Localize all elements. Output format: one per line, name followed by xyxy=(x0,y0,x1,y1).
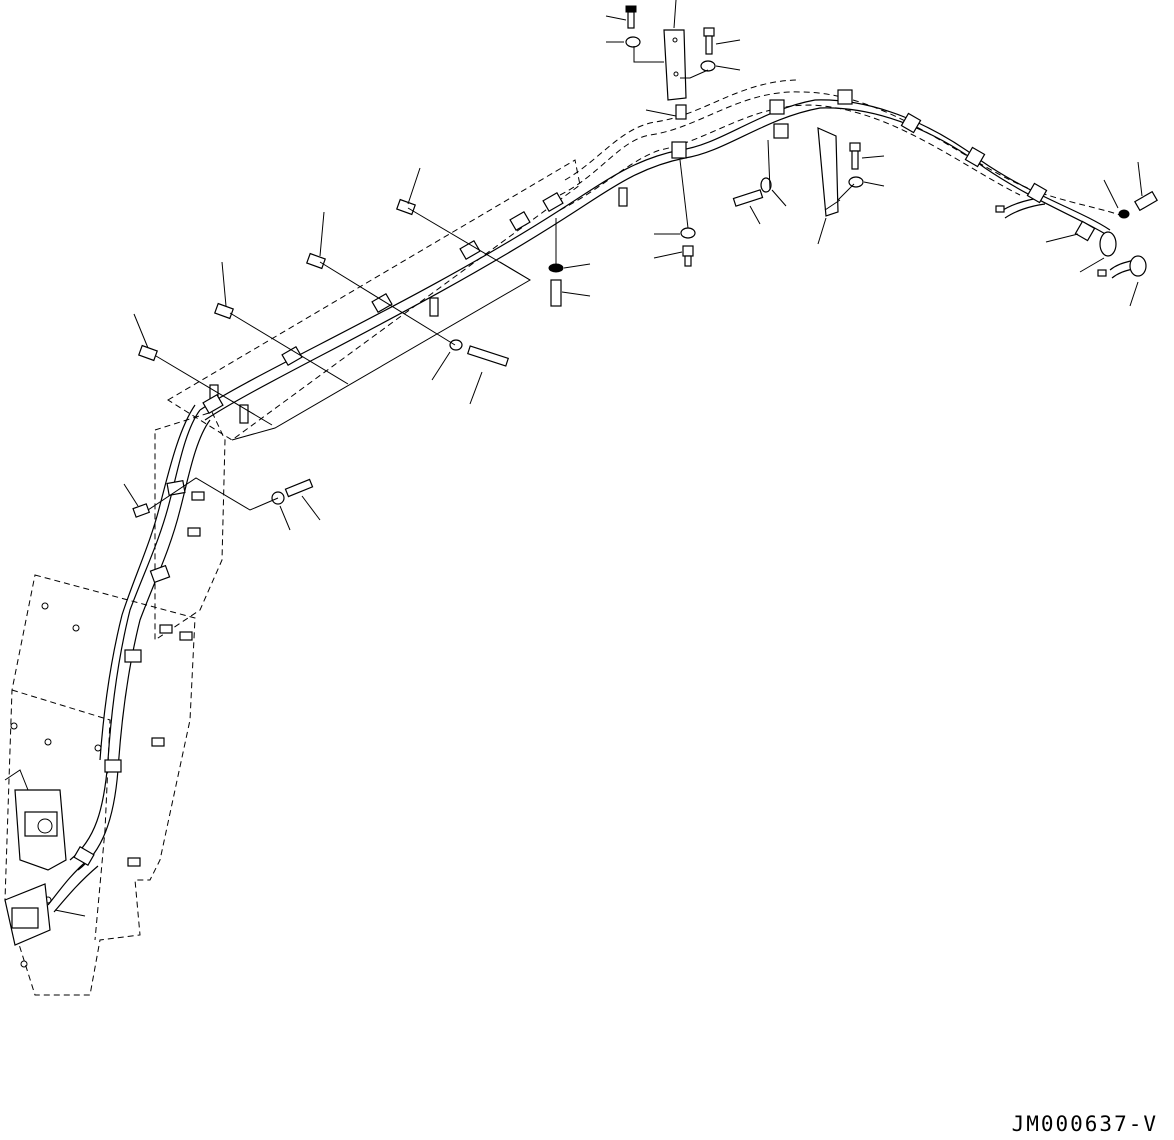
clamp xyxy=(900,112,922,134)
stud-pin xyxy=(191,491,205,501)
leader-line xyxy=(133,313,149,349)
tie-lines xyxy=(147,46,855,511)
leader-line xyxy=(301,495,321,521)
leader-line xyxy=(1137,161,1143,197)
leader-line xyxy=(221,261,227,307)
pin xyxy=(132,503,151,518)
bolt xyxy=(466,345,510,367)
bolt xyxy=(550,279,562,307)
bolt-head xyxy=(849,142,861,152)
leader-line xyxy=(563,263,591,269)
clamp xyxy=(1074,220,1096,242)
drawing-code: JM000637-V xyxy=(1011,1112,1158,1136)
leader-lines xyxy=(123,0,1143,531)
spacer xyxy=(675,104,687,120)
leader-line xyxy=(749,205,761,225)
leader-line xyxy=(469,371,483,405)
leader-line xyxy=(279,505,291,531)
bolt xyxy=(284,478,314,498)
fasteners xyxy=(132,5,1158,518)
clamp xyxy=(166,480,186,496)
bolt xyxy=(705,35,713,55)
bolt xyxy=(732,189,764,207)
leader-line xyxy=(1103,179,1119,209)
stud-pin xyxy=(429,297,439,317)
clamp xyxy=(459,239,481,261)
clamp-brackets xyxy=(663,29,839,217)
bolt-head xyxy=(682,245,694,257)
stud-pin xyxy=(159,624,173,634)
stud-pin xyxy=(179,631,193,641)
stud-pin xyxy=(187,527,201,537)
leader-line xyxy=(645,109,677,117)
clamp xyxy=(509,210,531,232)
bolt-head xyxy=(703,27,715,37)
clamp xyxy=(149,564,171,584)
leader-line xyxy=(1129,281,1139,307)
bolt xyxy=(1134,190,1158,212)
clamp xyxy=(104,759,122,773)
pin xyxy=(995,205,1005,213)
leader-line xyxy=(1079,257,1105,273)
leader-line xyxy=(861,155,885,159)
clamp xyxy=(1026,182,1048,204)
pin xyxy=(138,344,158,362)
clamp xyxy=(837,89,853,105)
stud-pin xyxy=(127,857,141,867)
pin xyxy=(214,302,234,320)
leader-line xyxy=(431,351,451,381)
clamp xyxy=(371,292,393,314)
leader-line xyxy=(407,167,421,205)
washer xyxy=(548,263,564,273)
leader-line xyxy=(605,15,627,21)
clamp xyxy=(202,393,224,415)
clamp xyxy=(73,845,95,867)
washer xyxy=(700,60,716,72)
leader-line xyxy=(561,291,591,297)
bolt xyxy=(627,11,635,29)
washer xyxy=(848,176,864,188)
bolt xyxy=(851,150,859,170)
washer xyxy=(760,177,772,193)
stud-pin xyxy=(239,404,249,424)
washer xyxy=(625,36,641,48)
hose-bundle xyxy=(47,79,1143,913)
leader-line xyxy=(123,483,139,507)
leader-line xyxy=(673,0,677,29)
clamp xyxy=(773,123,789,139)
washer xyxy=(449,339,463,351)
clip xyxy=(1099,231,1117,257)
leader-line xyxy=(1045,233,1079,243)
clip xyxy=(1129,255,1147,277)
bolt xyxy=(684,255,692,267)
clamp xyxy=(964,146,986,168)
clamp xyxy=(542,191,564,213)
leader-line xyxy=(715,39,741,45)
bracket-plates xyxy=(4,159,628,996)
valve-port xyxy=(11,907,39,929)
hose-clamps xyxy=(73,89,1096,867)
control-valves xyxy=(4,769,86,946)
leader-line xyxy=(715,65,741,71)
leader-line xyxy=(319,211,325,257)
stud-pin xyxy=(618,187,628,207)
bracket xyxy=(817,127,839,217)
pin xyxy=(306,252,326,270)
bolt-head xyxy=(625,5,637,13)
pin xyxy=(396,198,416,216)
clamp xyxy=(769,99,785,115)
pin xyxy=(1097,269,1107,277)
clamp xyxy=(124,649,142,663)
leader-line xyxy=(863,181,885,187)
stud-pin xyxy=(151,737,165,747)
washer xyxy=(1118,209,1130,219)
leader-line xyxy=(817,217,827,245)
washer xyxy=(680,227,696,239)
bracket xyxy=(663,29,687,101)
leader-line xyxy=(771,189,787,207)
leader-line xyxy=(653,251,683,259)
clamp xyxy=(671,141,687,159)
clamp xyxy=(281,345,303,367)
